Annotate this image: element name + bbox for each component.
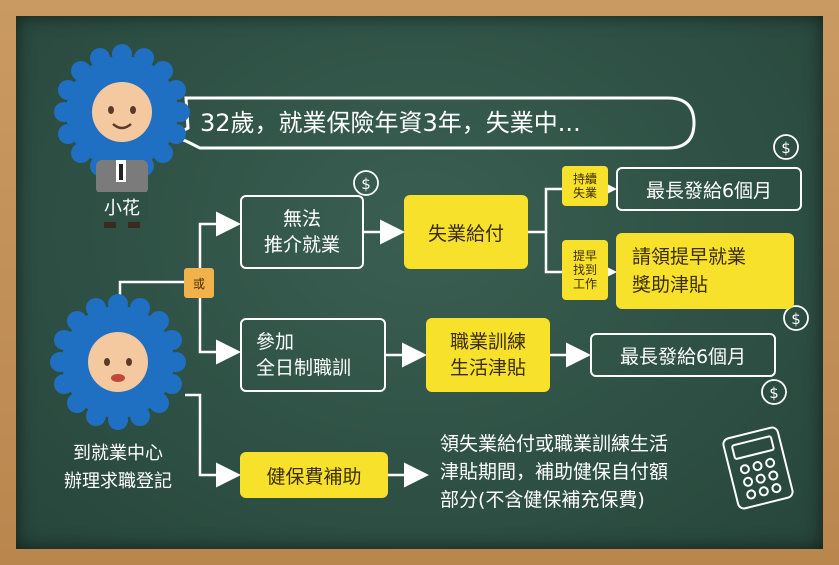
box-no-referral: 無法 推介就業 [240,195,364,269]
svg-text:$: $ [769,384,779,402]
calculator-icon [722,426,794,510]
arrow-to-no-referral [118,211,241,300]
tag-continued-unemployment: 持續 失業 [562,166,608,206]
box-max-6-months-a: 最長發給6個月 [616,167,802,211]
money-icon-1: $ [353,170,379,196]
box-early-employment-bonus: 請領提早就業 獎助津貼 [616,233,794,309]
person-name-label: 小花 [96,192,148,222]
avatar-sad-icon [50,294,186,430]
money-icons: $ $ $ $ [353,134,809,405]
box-full-time-training: 參加 全日制職訓 [240,318,386,392]
svg-text:$: $ [791,310,801,328]
tag-found-job-early: 提早 找到 工作 [562,240,608,300]
bubble-text: 32歲，就業保險年資3年，失業中... [200,109,581,137]
money-icon-4: $ [761,379,787,405]
box-training-allowance: 職業訓練 生活津貼 [426,318,550,392]
svg-text:$: $ [361,175,371,193]
box-max-6-months-b: 最長發給6個月 [590,333,776,377]
arrow-to-health [185,393,241,488]
avatar-happy-icon [54,44,190,228]
health-subsidy-note: 領失業給付或職業訓練生活 津貼期間，補助健保自付額 部分(不含健保補充保費) [440,433,669,511]
svg-text:$: $ [781,139,791,157]
box-health-insurance-subsidy: 健保費補助 [240,452,388,498]
money-icon-2: $ [773,134,799,160]
box-unemployment-benefit: 失業給付 [404,195,528,269]
speech-bubble [170,96,696,150]
start-label: 到就業中心 辦理求職登記 [64,443,172,492]
or-tag: 或 [184,268,214,298]
arrow-to-training [198,282,241,365]
money-icon-3: $ [783,305,809,331]
